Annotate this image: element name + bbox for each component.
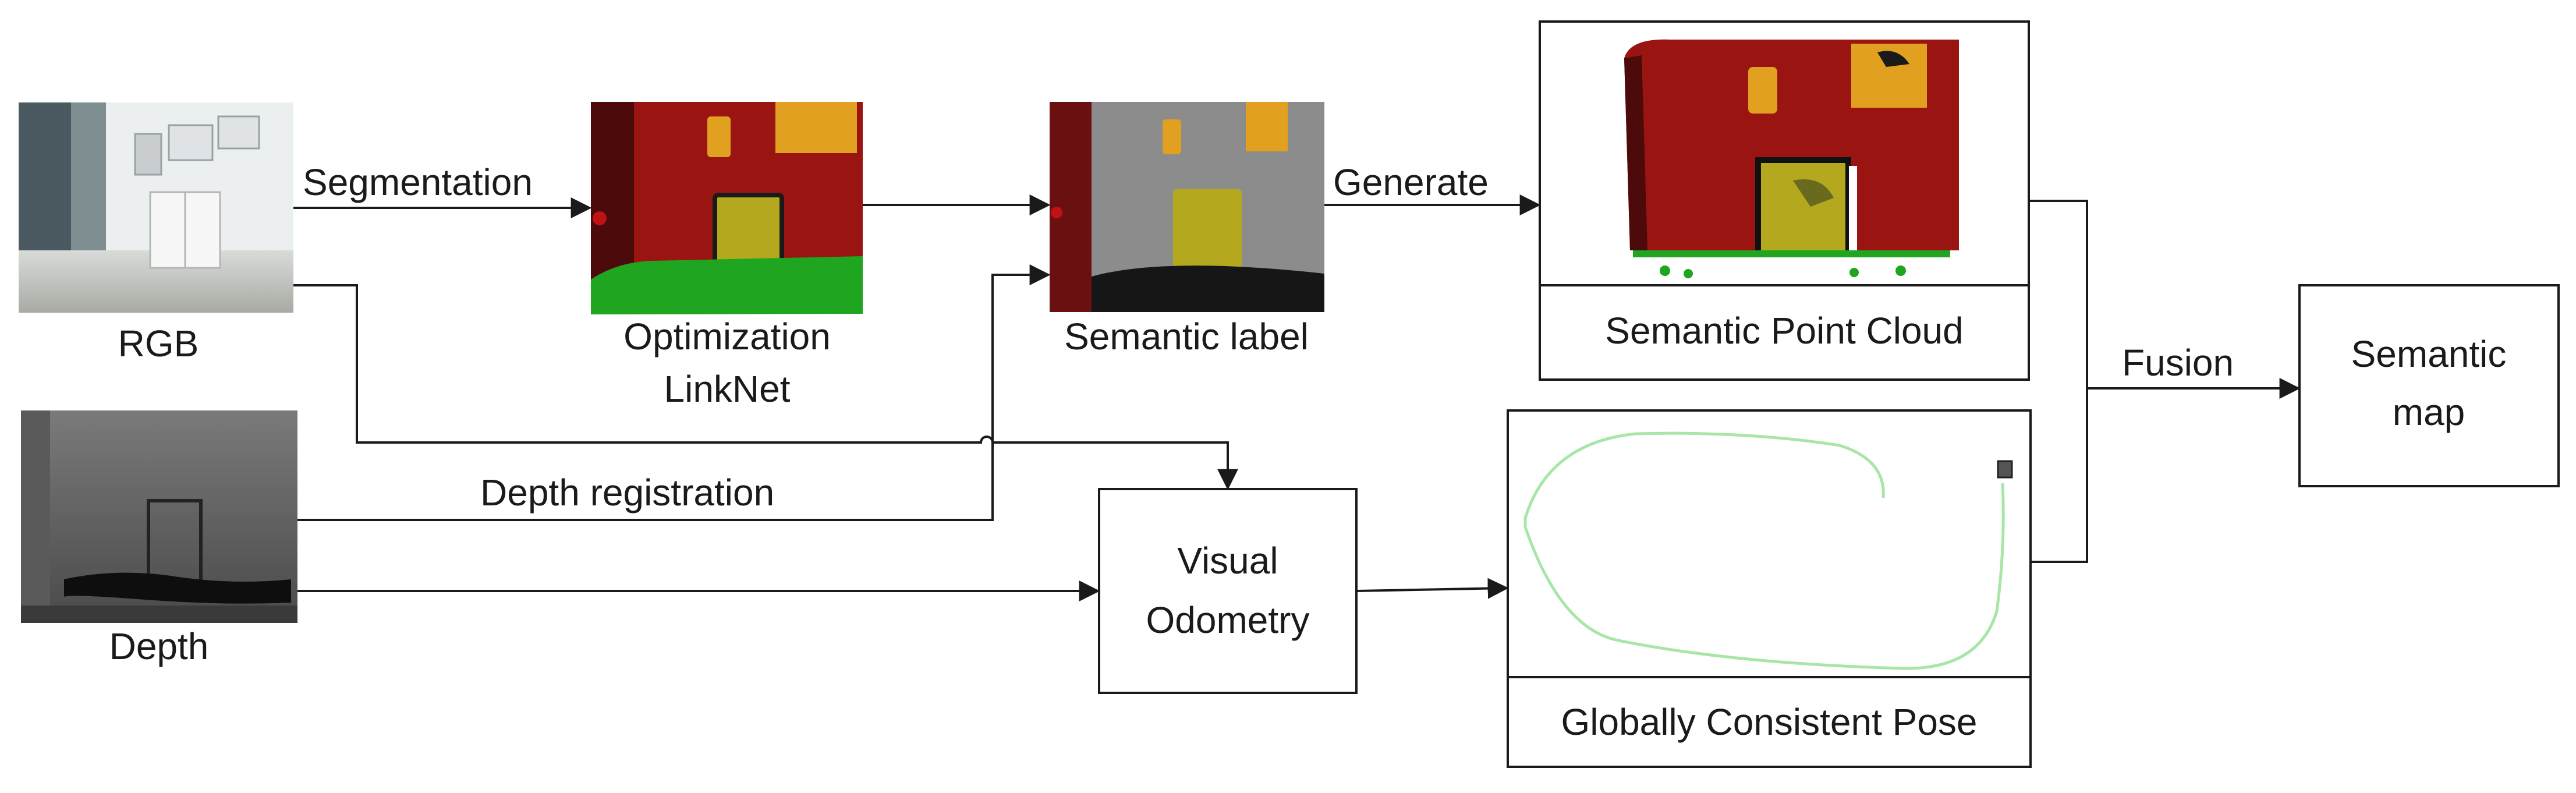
globally-consistent-pose-box	[1507, 409, 2032, 768]
depth-registration-label: Depth registration	[480, 472, 774, 514]
semantic-point-cloud-image	[1624, 39, 1959, 278]
visual-odometry-label-line2: Odometry	[1146, 599, 1310, 641]
semantic-map-label-line1: Semantic	[2351, 333, 2507, 375]
depth-label: Depth	[109, 625, 209, 667]
odometry-to-pose-arrow	[1356, 578, 1509, 599]
optimization-label-line2: LinkNet	[664, 368, 791, 410]
optimization-label-line1: Optimization	[623, 316, 831, 357]
visual-odometry-box	[1098, 488, 1358, 694]
depth-image	[21, 410, 297, 623]
point-cloud-to-fusion-line	[2029, 200, 2088, 563]
semantic-label-image	[1050, 102, 1324, 312]
rgb-image	[19, 102, 293, 313]
globally-consistent-pose-label: Globally Consistent Pose	[1561, 701, 1977, 743]
semantic-map-box	[2298, 284, 2560, 487]
linknet-output-image	[591, 102, 863, 314]
segmentation-label: Segmentation	[303, 161, 533, 203]
semantic-point-cloud-label: Semantic Point Cloud	[1605, 310, 1963, 352]
trajectory-plot	[1523, 431, 2013, 670]
visual-odometry-label-line1: Visual	[1177, 540, 1278, 582]
rgb-label: RGB	[118, 323, 199, 364]
fusion-label: Fusion	[2122, 342, 2234, 384]
semantic-map-label-line2: map	[2393, 391, 2465, 433]
generate-label: Generate	[1333, 161, 1489, 203]
semantic-label-label: Semantic label	[1064, 316, 1309, 357]
depth-registration-line	[297, 264, 1051, 521]
